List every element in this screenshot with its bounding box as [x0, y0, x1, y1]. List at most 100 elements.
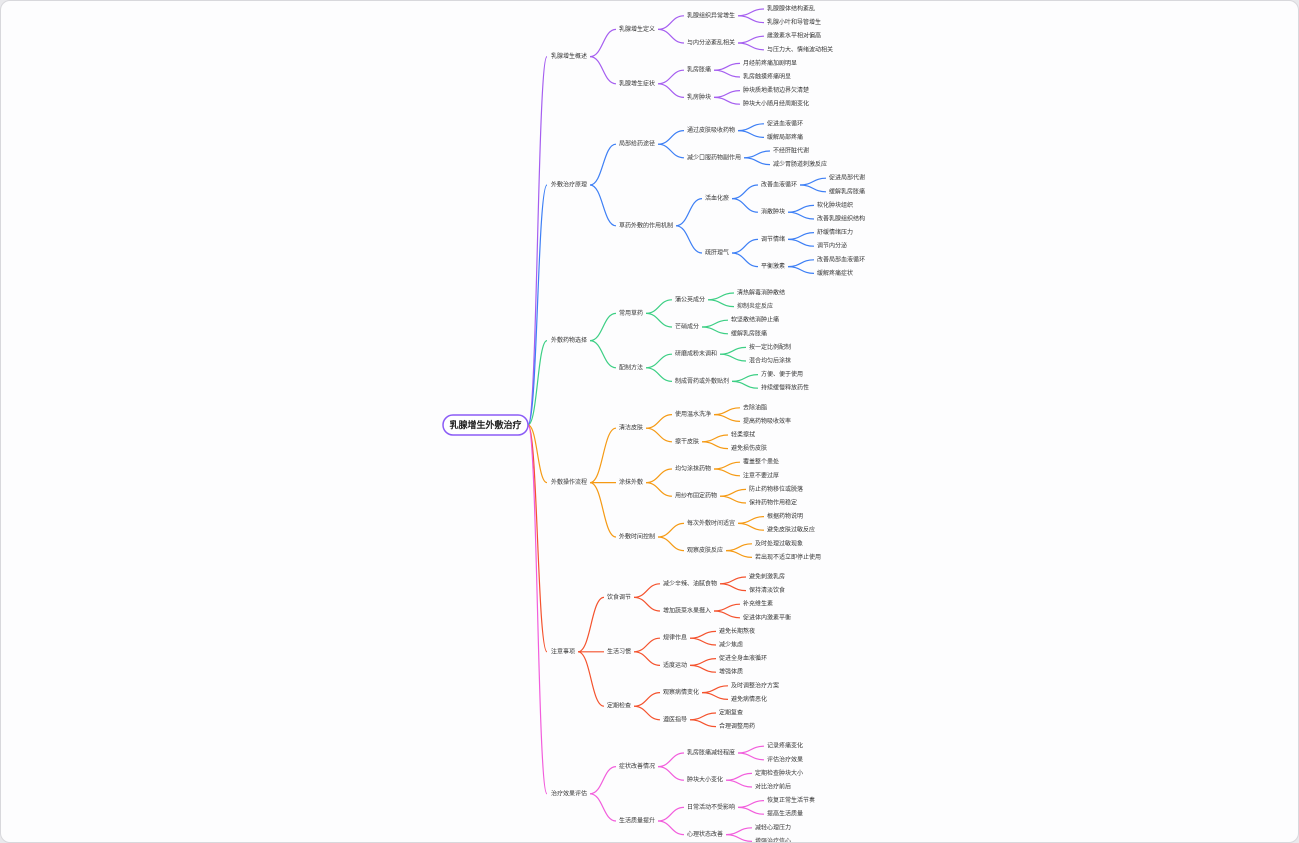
topic-node[interactable]: 涂抹外敷	[619, 478, 643, 486]
leaf-node[interactable]: 避免病情恶化	[731, 695, 767, 703]
topic-node[interactable]: 日常活动不受影响	[687, 803, 735, 811]
topic-node[interactable]: 定期检查	[607, 702, 631, 710]
leaf-node[interactable]: 定期复查	[719, 709, 743, 717]
leaf-node[interactable]: 定期检查肿块大小	[755, 769, 803, 777]
topic-node[interactable]: 乳腺增生症状	[619, 79, 655, 87]
leaf-node[interactable]: 补充维生素	[743, 600, 773, 608]
topic-node[interactable]: 减少口服药物副作用	[687, 153, 741, 161]
topic-node[interactable]: 外敷操作流程	[551, 478, 587, 486]
leaf-node[interactable]: 清热解毒消肿散结	[737, 289, 785, 297]
topic-node[interactable]: 疏肝理气	[705, 249, 729, 257]
topic-node[interactable]: 外敷治疗原理	[551, 181, 587, 189]
leaf-node[interactable]: 防止药物移位或脱落	[749, 485, 803, 493]
topic-node[interactable]: 遵医指导	[663, 715, 687, 723]
leaf-node[interactable]: 轻柔擦拭	[731, 431, 755, 439]
leaf-node[interactable]: 避免损伤皮肤	[731, 444, 767, 452]
topic-node[interactable]: 活血化瘀	[705, 194, 729, 202]
topic-node[interactable]: 均匀涂抹药物	[675, 465, 711, 473]
leaf-node[interactable]: 肿块质地柔韧边界欠清楚	[743, 86, 809, 94]
topic-node[interactable]: 饮食调节	[607, 593, 631, 601]
topic-node[interactable]: 减少辛辣、油腻食物	[663, 579, 717, 587]
topic-node[interactable]: 每次外敷时间适宜	[687, 519, 735, 527]
topic-node[interactable]: 配制方法	[619, 363, 643, 371]
topic-node[interactable]: 治疗效果评估	[551, 789, 587, 797]
topic-node[interactable]: 与内分泌紊乱相关	[687, 39, 735, 47]
topic-node[interactable]: 乳房胀痛减轻程度	[687, 749, 735, 757]
topic-node[interactable]: 适度运动	[663, 661, 687, 669]
leaf-node[interactable]: 雌激素水平相对偏高	[767, 32, 821, 40]
leaf-node[interactable]: 促进体内激素平衡	[743, 613, 791, 621]
leaf-node[interactable]: 促进全身血液循环	[719, 654, 767, 662]
leaf-node[interactable]: 记录疼痛变化	[767, 742, 803, 750]
topic-node[interactable]: 局部给药途径	[619, 140, 655, 148]
leaf-node[interactable]: 乳腺腺体结构紊乱	[767, 5, 815, 13]
leaf-node[interactable]: 软化肿块组织	[817, 201, 853, 209]
topic-node[interactable]: 观察病情变化	[663, 688, 699, 696]
topic-node[interactable]: 使用温水洗净	[675, 410, 711, 418]
topic-node[interactable]: 擦干皮肤	[675, 437, 699, 445]
leaf-node[interactable]: 对比治疗前后	[755, 783, 791, 791]
topic-node[interactable]: 乳房胀痛	[687, 66, 711, 74]
leaf-node[interactable]: 若出现不适立即停止使用	[755, 553, 821, 561]
topic-node[interactable]: 肿块大小变化	[687, 776, 723, 784]
topic-node[interactable]: 改善血液循环	[761, 181, 797, 189]
leaf-node[interactable]: 避免刺激乳房	[749, 573, 785, 581]
leaf-node[interactable]: 保持清淡饮食	[749, 586, 785, 594]
leaf-node[interactable]: 注意不要过厚	[743, 471, 779, 479]
leaf-node[interactable]: 减少胃肠道刺激反应	[773, 160, 827, 168]
topic-node[interactable]: 乳腺增生定义	[619, 25, 655, 33]
leaf-node[interactable]: 评估治疗效果	[767, 755, 803, 763]
topic-node[interactable]: 症状改善情况	[619, 762, 655, 770]
leaf-node[interactable]: 根据药物说明	[767, 512, 803, 520]
topic-node[interactable]: 用纱布固定药物	[675, 492, 717, 500]
leaf-node[interactable]: 缓解局部疼痛	[767, 133, 803, 141]
leaf-node[interactable]: 肿块大小随月经周期变化	[743, 100, 809, 108]
leaf-node[interactable]: 方便、便于使用	[761, 370, 803, 378]
topic-node[interactable]: 调节情绪	[761, 235, 785, 243]
topic-node[interactable]: 观察皮肤反应	[687, 546, 723, 554]
topic-node[interactable]: 增加蔬菜水果摄入	[663, 607, 711, 615]
topic-node[interactable]: 制成膏药或外敷贴剂	[675, 377, 729, 385]
topic-node[interactable]: 通过皮肤吸收药物	[687, 126, 735, 134]
leaf-node[interactable]: 提高药物吸收效率	[743, 417, 791, 425]
leaf-node[interactable]: 合理调整用药	[719, 722, 755, 730]
leaf-node[interactable]: 缓解疼痛症状	[817, 269, 853, 277]
leaf-node[interactable]: 改善乳腺组织结构	[817, 215, 865, 223]
leaf-node[interactable]: 缓解乳房胀痛	[731, 329, 767, 337]
leaf-node[interactable]: 与压力大、情绪波动相关	[767, 45, 833, 53]
root-node[interactable]	[442, 414, 529, 436]
leaf-node[interactable]: 缓解乳房胀痛	[829, 187, 865, 195]
leaf-node[interactable]: 增强体质	[719, 668, 743, 676]
leaf-node[interactable]: 保持药物作用稳定	[749, 499, 797, 507]
topic-node[interactable]: 心理状态改善	[687, 830, 723, 838]
leaf-node[interactable]: 及时处理过敏现象	[755, 539, 803, 547]
topic-node[interactable]: 平衡激素	[761, 262, 785, 270]
topic-node[interactable]: 清洁皮肤	[619, 424, 643, 432]
topic-node[interactable]: 芒硝成分	[675, 323, 699, 331]
leaf-node[interactable]: 改善局部血液循环	[817, 255, 865, 263]
leaf-node[interactable]: 增强治疗信心	[755, 837, 791, 842]
topic-node[interactable]: 草药外敷的作用机制	[619, 221, 673, 229]
leaf-node[interactable]: 及时调整治疗方案	[731, 681, 779, 689]
leaf-node[interactable]: 舒缓情绪压力	[817, 228, 853, 236]
leaf-node[interactable]: 乳腺小叶和导管增生	[767, 18, 821, 26]
leaf-node[interactable]: 月经前疼痛加剧明显	[743, 59, 797, 67]
leaf-node[interactable]: 调节内分泌	[817, 242, 847, 250]
topic-node[interactable]: 外敷时间控制	[619, 533, 655, 541]
topic-node[interactable]: 生活质量提升	[619, 817, 655, 825]
leaf-node[interactable]: 提高生活质量	[767, 810, 803, 818]
leaf-node[interactable]: 乳房触摸疼痛明显	[743, 73, 791, 81]
topic-node[interactable]: 乳腺增生概述	[551, 52, 587, 60]
topic-node[interactable]: 消散肿块	[761, 208, 785, 216]
leaf-node[interactable]: 覆盖整个患处	[743, 458, 779, 466]
topic-node[interactable]: 外敷药物选择	[551, 336, 587, 344]
leaf-node[interactable]: 促进血液循环	[767, 119, 803, 127]
leaf-node[interactable]: 抑制炎症反应	[737, 302, 773, 310]
topic-node[interactable]: 乳房肿块	[687, 93, 711, 101]
topic-node[interactable]: 蒲公英成分	[675, 295, 705, 303]
leaf-node[interactable]: 不经肝脏代谢	[773, 147, 809, 155]
leaf-node[interactable]: 促进局部代谢	[829, 174, 865, 182]
leaf-node[interactable]: 减轻心理压力	[755, 823, 791, 831]
leaf-node[interactable]: 减少焦虑	[719, 641, 743, 649]
leaf-node[interactable]: 去除油脂	[743, 403, 767, 411]
